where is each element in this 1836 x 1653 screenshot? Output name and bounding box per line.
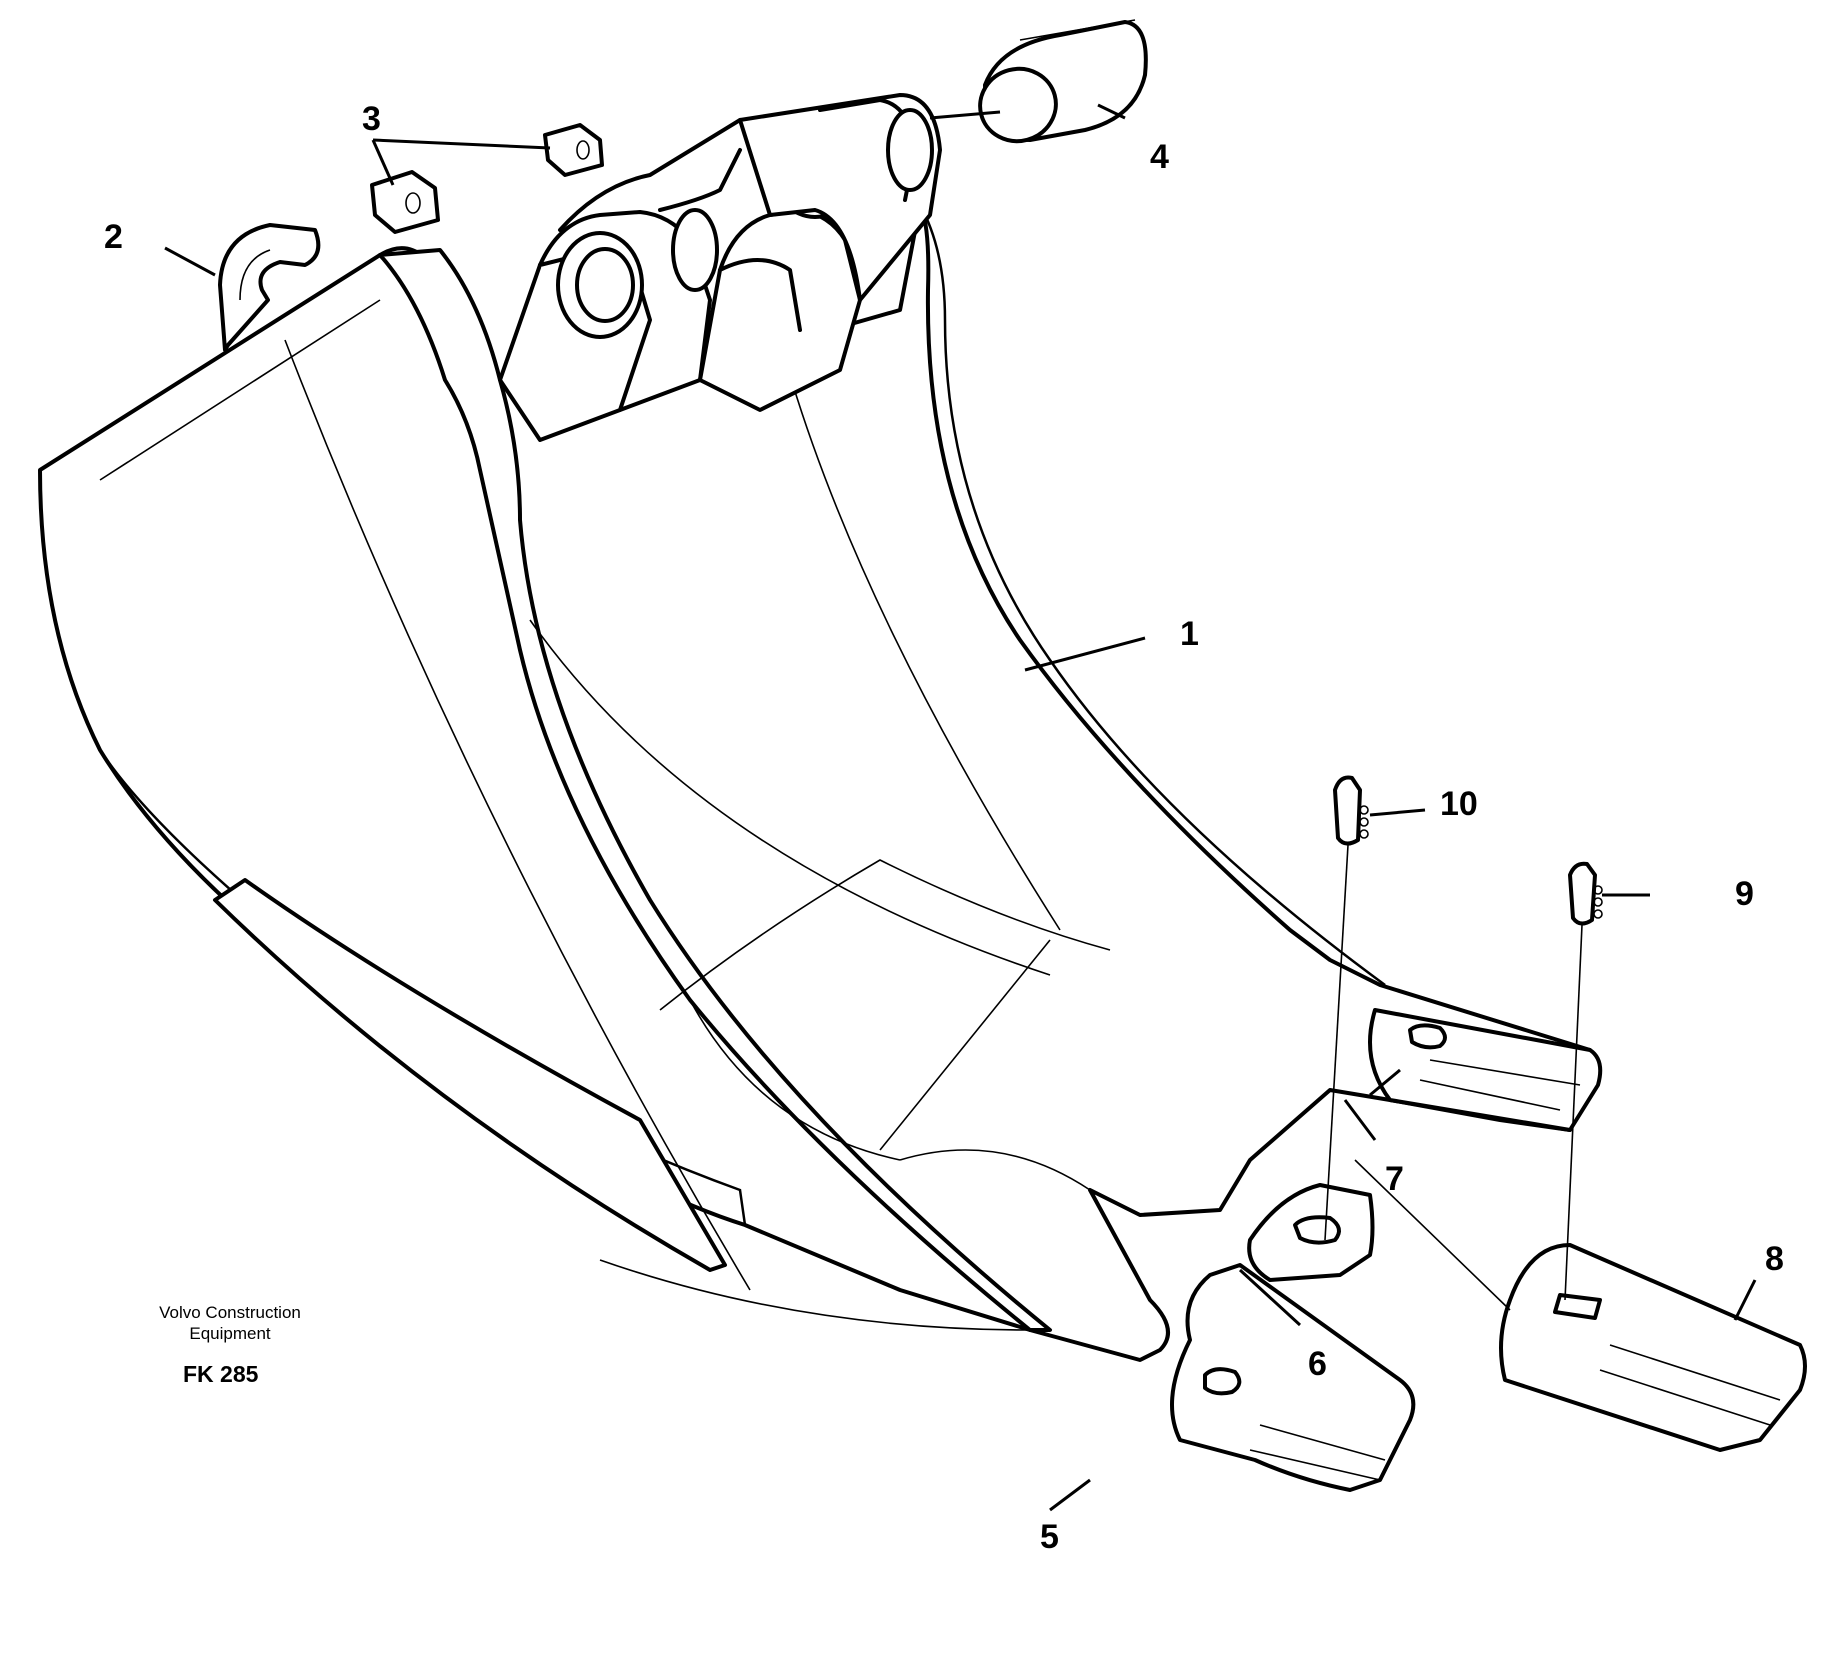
callout-4: 4 bbox=[1150, 138, 1169, 176]
callout-6: 6 bbox=[1308, 1345, 1327, 1383]
bucket-body bbox=[38, 203, 1598, 1362]
callout-2: 2 bbox=[104, 218, 123, 256]
tooth-adapter-center bbox=[1247, 1183, 1375, 1282]
leader-lines bbox=[164, 103, 1757, 1512]
caption-manufacturer: Volvo Construction bbox=[159, 1303, 301, 1322]
lifting-eye bbox=[218, 223, 321, 352]
callout-3: 3 bbox=[362, 100, 381, 138]
callout-numbers: 1 2 3 4 5 6 7 8 9 10 bbox=[104, 100, 1784, 1556]
caption-manufacturer-line2: Equipment bbox=[189, 1324, 271, 1343]
figure-caption: Volvo Construction Equipment FK 285 bbox=[159, 1303, 301, 1387]
callout-7: 7 bbox=[1385, 1160, 1404, 1198]
callout-10: 10 bbox=[1440, 785, 1478, 823]
retainer-pin-10 bbox=[1333, 775, 1369, 846]
figure-code: FK 285 bbox=[183, 1361, 259, 1387]
lugs bbox=[370, 123, 604, 234]
retainer-pin-9 bbox=[1568, 861, 1603, 926]
callout-5: 5 bbox=[1040, 1518, 1059, 1556]
tooth-tip-bottom bbox=[1170, 1263, 1416, 1492]
bushing bbox=[978, 19, 1148, 144]
hinge-brackets bbox=[498, 93, 942, 442]
tooth-tip-right bbox=[1368, 1008, 1603, 1132]
callout-8: 8 bbox=[1765, 1240, 1784, 1278]
tooth-tip-loose bbox=[1499, 1243, 1807, 1452]
callout-9: 9 bbox=[1735, 875, 1754, 913]
callout-1: 1 bbox=[1180, 615, 1199, 653]
